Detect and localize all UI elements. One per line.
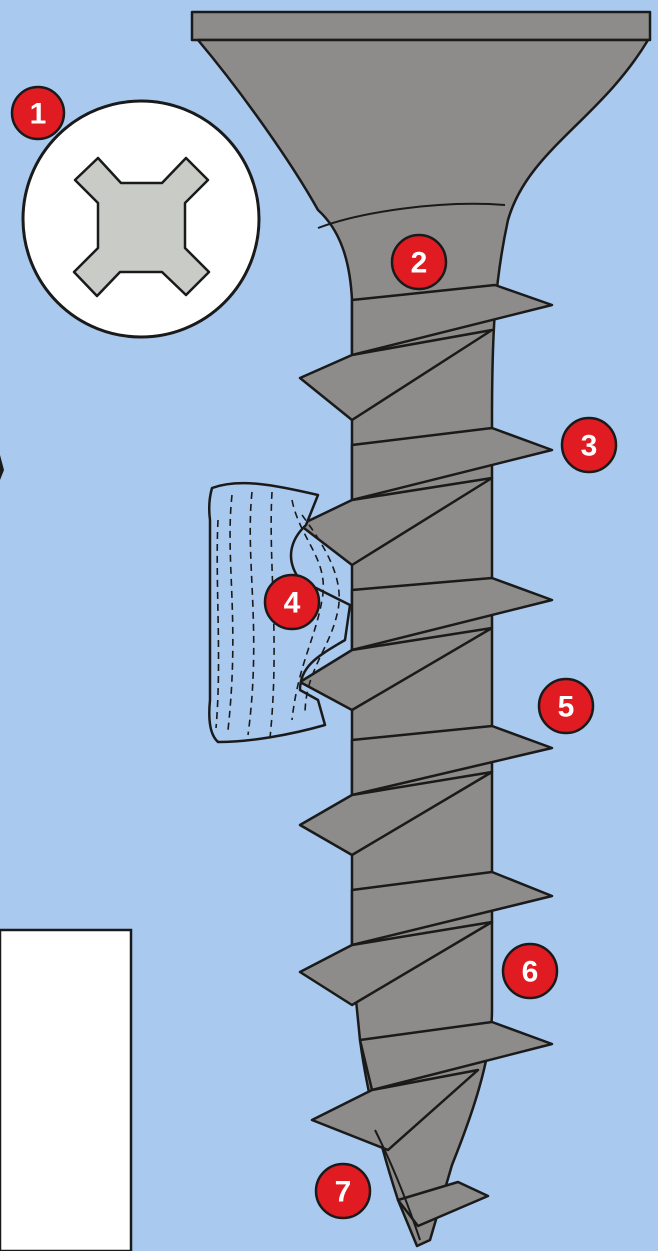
- edge-mark: [0, 455, 4, 480]
- callout-5: 5: [537, 677, 595, 735]
- callout-6: 6: [501, 942, 559, 1000]
- thread-7: [350, 724, 554, 797]
- callout-3: 3: [560, 416, 618, 474]
- thread-6: [298, 626, 494, 712]
- screw-head-rim: [190, 10, 652, 42]
- tip-groove: [374, 1129, 421, 1241]
- callout-2-label: 2: [411, 247, 428, 280]
- callout-1: 1: [10, 85, 66, 141]
- callout-6-label: 6: [522, 956, 539, 989]
- thread-8: [298, 770, 494, 857]
- callout-7: 7: [314, 1162, 372, 1220]
- callout-1-label: 1: [30, 98, 47, 131]
- thread-10: [298, 920, 494, 1007]
- screw: [190, 10, 652, 1248]
- callout-3-label: 3: [581, 430, 598, 463]
- callout-7-label: 7: [335, 1176, 352, 1209]
- thread-12: [310, 1068, 480, 1152]
- thread-2: [298, 328, 494, 422]
- screw-neck-flute: [317, 202, 506, 229]
- thread-5: [350, 576, 554, 652]
- thread-4: [298, 476, 494, 567]
- square-drive-recess-icon: [72, 156, 211, 298]
- white-panel: [0, 928, 133, 1251]
- thread-1: [350, 283, 554, 357]
- drive-recess-inset: [21, 99, 261, 339]
- callout-5-label: 5: [558, 691, 575, 724]
- callout-4: 4: [263, 573, 321, 631]
- thread-3: [350, 426, 554, 502]
- thread-9: [350, 870, 554, 947]
- callout-2: 2: [390, 233, 448, 291]
- thread-11: [358, 1020, 554, 1092]
- callout-4-label: 4: [284, 587, 301, 620]
